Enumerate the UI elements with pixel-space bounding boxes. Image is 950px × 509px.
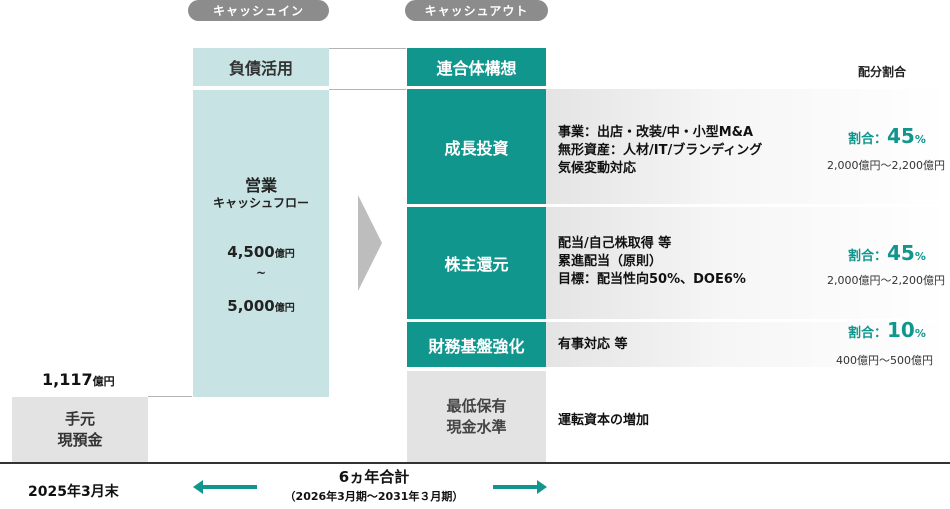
allocation-ratio-header: 配分割合 [858,65,907,79]
shareholder-box: 株主還元 [407,207,546,319]
amount-low: 4,500億円 [227,243,295,261]
growth-band [546,89,949,204]
min-cash-box: 最低保有 現金水準 [407,371,546,462]
growth-range: 2,000億円〜2,200億円 [827,159,945,172]
cash-on-hand-label-2: 現預金 [57,430,103,449]
arrow-left-icon [193,480,257,494]
cash-on-hand-label-1: 手元 [64,409,95,428]
growth-title: 成長投資 [444,138,509,158]
total-label: 6ヵ年合計 [338,468,410,486]
growth-description: 事業：出店・改装/中・小型M&A 無形資産：人材/IT/ブランディング 気候変動… [558,125,763,176]
financial-description: 有事対応 等 [558,337,628,352]
operating-subtitle: キャッシュフロー [212,196,309,210]
cash-on-hand-box: 手元 現預金 [12,397,148,462]
date-label: 2025年3月末 [28,484,119,500]
baseline [0,462,950,464]
shareholder-band [546,207,949,319]
financial-range: 400億円〜500億円 [836,354,933,367]
operating-cf-box: 営業 キャッシュフロー 4,500億円 ~ 5,000億円 [193,90,329,397]
period-label: （2026年3月期〜2031年３月期） [284,490,464,503]
concept-label: 連合体構想 [436,59,517,78]
financial-title: 財務基盤強化 [428,336,525,356]
shareholder-description: 配当/自己株取得 等 累進配当（原則） 目標：配当性向50%、DOE6% [558,236,746,287]
financial-band [546,322,949,367]
connector-cash [148,396,192,397]
min-cash-label-1: 最低保有 [446,396,507,415]
connector-top [329,48,406,49]
concept-box: 連合体構想 [407,48,546,86]
financial-box: 財務基盤強化 [407,322,546,367]
cash-in-header: キャッシュイン [188,0,329,21]
debt-box: 負債活用 [193,48,329,86]
shareholder-range: 2,000億円〜2,200億円 [827,274,945,287]
debt-label: 負債活用 [228,59,293,78]
cash-out-header: キャッシュアウト [405,0,548,21]
working-capital-text: 運転資本の増加 [558,413,650,428]
amount-high: 5,000億円 [227,297,295,315]
cash-on-hand-amount: 1,117億円 [42,370,115,389]
financial-ratio: 割合：10% [848,318,926,342]
operating-title: 営業 [244,176,277,195]
growth-box: 成長投資 [407,89,546,204]
connector-mid [329,89,406,90]
shareholder-ratio: 割合：45% [848,241,926,265]
amount-tilde: ~ [255,266,267,280]
flow-arrow-icon [358,195,382,291]
min-cash-label-2: 現金水準 [446,417,507,436]
shareholder-title: 株主還元 [444,255,509,274]
arrow-right-icon [493,480,547,494]
growth-ratio: 割合：45% [848,124,926,148]
